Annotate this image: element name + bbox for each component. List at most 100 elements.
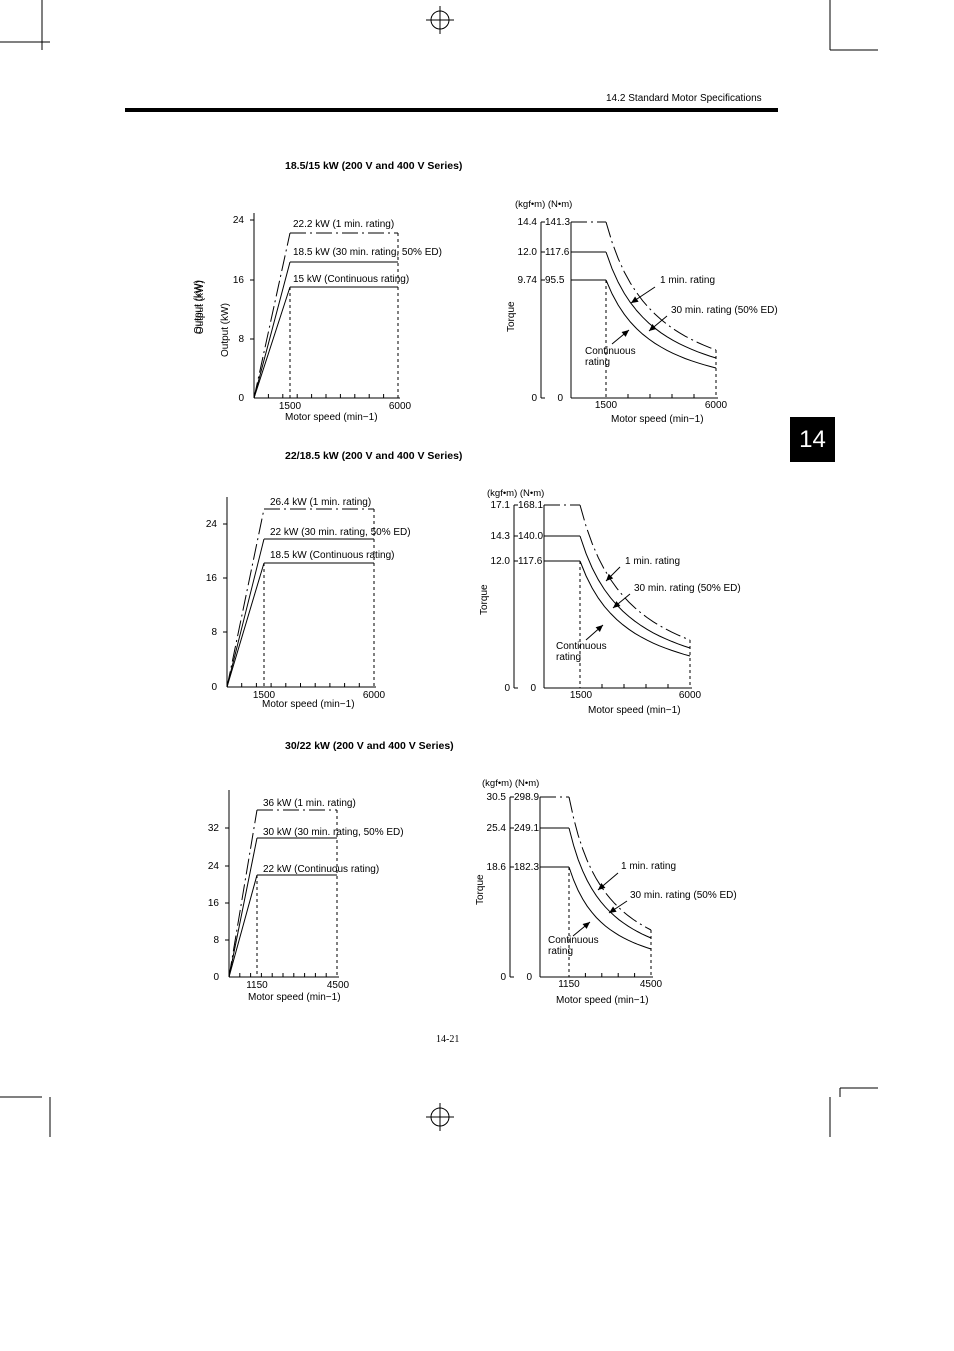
torque-x-tick-label: 1150 [558, 979, 580, 990]
callout-arrow-head [613, 601, 621, 608]
output-x-tick-label: 4500 [327, 980, 350, 991]
chart-title-1: 18.5/15 kW (200 V and 400 V Series) [285, 160, 463, 172]
torque-nm-label: 0 [557, 393, 563, 404]
torque-series-label: 30 min. rating (50% ED) [634, 583, 741, 594]
output-ramp [253, 286, 291, 399]
output-y-axis-title: Output (kW) [193, 280, 204, 334]
output-ramp [253, 232, 291, 399]
chapter-tab: 14 [790, 417, 835, 462]
output-y-tick-label: 24 [233, 215, 245, 226]
torque-series-label: 1 min. rating [625, 556, 680, 567]
page-number: 14-21 [436, 1034, 460, 1045]
callout-arrow-head [609, 906, 617, 913]
torque-nm-label: 168.1 [518, 500, 543, 511]
torque-curve [579, 504, 691, 641]
torque-y-axis-title: Torque [479, 584, 490, 615]
output-y-tick-label: 16 [206, 573, 218, 584]
output-ramp [228, 809, 258, 978]
output-ramp [226, 538, 265, 688]
callout-arrow-head [582, 922, 590, 929]
torque-curve [579, 560, 691, 657]
output-ramp [228, 874, 258, 978]
output-y-tick-label: 16 [208, 898, 220, 909]
torque-units: (kgf•m) (N•m) [482, 778, 539, 789]
torque-kgfm-label: 14.4 [518, 217, 538, 228]
output-series-label: 30 kW (30 min. rating, 50% ED) [263, 827, 404, 838]
torque-series-label: 30 min. rating (50% ED) [630, 890, 737, 901]
output-ramp [253, 261, 291, 399]
registration-mark [430, 10, 450, 30]
torque-kgfm-label: 17.1 [491, 500, 511, 511]
torque-x-tick-label: 1500 [570, 690, 593, 701]
torque-series-label: rating [556, 652, 581, 663]
output-series-label: 22 kW (30 min. rating, 50% ED) [270, 527, 411, 538]
output-y-tick-label: 8 [213, 935, 219, 946]
callout-arrow [648, 315, 668, 332]
torque-nm-label: 298.9 [514, 792, 539, 803]
output-series-label: 22 kW (Continuous rating) [263, 864, 379, 875]
output-y-axis-title: Output (kW) [220, 303, 231, 357]
torque-series-label: Continuous [585, 346, 636, 357]
torque-curve [568, 866, 652, 950]
output-ramp [226, 562, 265, 688]
torque-series-label: rating [548, 946, 573, 957]
torque-nm-label: 249.1 [514, 823, 539, 834]
torque-nm-label: 140.0 [518, 531, 543, 542]
torque-y-axis-title: Torque [506, 301, 517, 332]
torque-series-label: 30 min. rating (50% ED) [671, 305, 778, 316]
output-y-tick-label: 24 [208, 861, 220, 872]
callout-arrow-head [595, 625, 603, 633]
torque-series-label: Continuous [556, 641, 607, 652]
output-y-tick-label: 8 [211, 627, 217, 638]
torque-nm-label: 141.3 [545, 217, 570, 228]
output-series-label: 26.4 kW (1 min. rating) [270, 497, 371, 508]
output-x-axis-title: Motor speed (min−1) [285, 412, 378, 423]
torque-kgfm-label: 30.5 [487, 792, 507, 803]
torque-x-tick-label: 1500 [595, 400, 618, 411]
torque-curve [605, 221, 717, 351]
torque-series-label: rating [585, 357, 610, 368]
callout-arrow-head [649, 324, 657, 331]
output-series-label: 18.5 kW (30 min. rating, 50% ED) [293, 247, 442, 258]
torque-kgfm-label: 0 [504, 683, 510, 694]
torque-kgfm-label: 18.6 [487, 862, 507, 873]
output-y-tick-label: 0 [213, 972, 219, 983]
chart-title-3: 30/22 kW (200 V and 400 V Series) [285, 740, 454, 752]
callout-arrow [605, 566, 621, 582]
torque-series-label: 1 min. rating [660, 275, 715, 286]
callout-arrow [612, 593, 631, 609]
torque-series-label: Continuous [548, 935, 599, 946]
torque-curve [579, 535, 691, 649]
output-series-label: 15 kW (Continuous rating) [293, 274, 409, 285]
output-y-tick-label: 0 [211, 682, 217, 693]
torque-nm-label: 0 [530, 683, 536, 694]
torque-kgfm-label: 12.0 [518, 247, 538, 258]
callout-arrow [630, 286, 656, 304]
torque-kgfm-label: 12.0 [491, 556, 511, 567]
torque-series-label: 1 min. rating [621, 861, 676, 872]
torque-curve [568, 796, 652, 931]
torque-nm-label: 95.5 [545, 275, 565, 286]
torque-nm-label: 117.6 [518, 556, 543, 567]
torque-nm-label: 182.3 [514, 862, 539, 873]
output-y-tick-label: 8 [238, 334, 244, 345]
torque-y-axis-title: Torque [475, 874, 486, 905]
torque-kgfm-label: 9.74 [518, 275, 538, 286]
output-x-axis-title: Motor speed (min−1) [248, 992, 341, 1003]
torque-x-tick-label: 4500 [640, 979, 663, 990]
torque-kgfm-label: 14.3 [491, 531, 511, 542]
torque-x-axis-title: Motor speed (min−1) [611, 414, 704, 425]
output-ramp [228, 837, 258, 978]
output-y-axis-title: Output (kW) [195, 280, 206, 334]
torque-curve [605, 279, 717, 369]
output-y-tick-label: 16 [233, 275, 245, 286]
output-x-tick-label: 6000 [363, 690, 386, 701]
output-x-tick-label: 6000 [389, 401, 412, 412]
output-y-tick-label: 24 [206, 519, 218, 530]
callout-arrow-head [598, 883, 606, 890]
torque-x-axis-title: Motor speed (min−1) [556, 995, 649, 1006]
torque-nm-label: 117.6 [545, 247, 570, 258]
torque-kgfm-label: 25.4 [487, 823, 507, 834]
